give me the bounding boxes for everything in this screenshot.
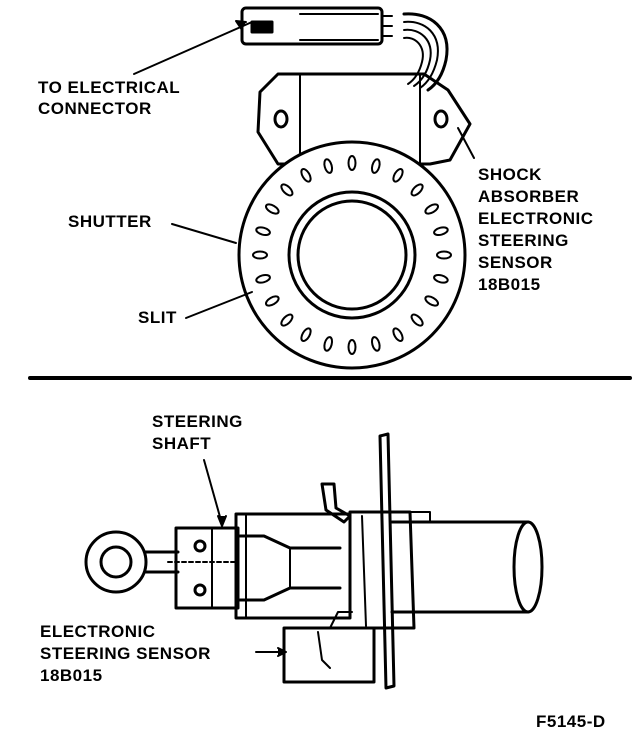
sensor-top-label-2: ABSORBER <box>478 187 580 206</box>
shutter-slit <box>255 226 271 237</box>
flange-plate <box>348 432 416 690</box>
shutter-slit <box>300 327 312 343</box>
leader-lines-top <box>133 20 475 319</box>
slit-label: SLIT <box>138 308 177 327</box>
mounting-bolt <box>397 511 431 523</box>
lower-connector <box>282 611 376 684</box>
sensor-body <box>174 512 352 620</box>
shutter-slit <box>347 155 357 171</box>
shutter-slit <box>300 167 312 183</box>
figure-code: F5145-D <box>536 712 606 731</box>
shutter-slit <box>436 250 452 260</box>
to-connector-label-1: TO ELECTRICAL <box>38 78 181 97</box>
shutter-slit <box>347 339 357 355</box>
sensor-top-label-6: 18B015 <box>478 275 541 294</box>
sensor-housing <box>256 72 472 166</box>
shutter-label: SHUTTER <box>68 212 152 231</box>
shaft-yoke <box>84 530 237 594</box>
shutter-slit <box>370 158 381 174</box>
sensor-top-label-4: STEERING <box>478 231 569 250</box>
sensor-top-label-5: SENSOR <box>478 253 553 272</box>
upper-bracket <box>320 482 352 524</box>
sensor-top-label-1: SHOCK <box>478 165 542 184</box>
sensor-bottom-label-3: 18B015 <box>40 666 103 685</box>
shutter-disc <box>237 140 467 370</box>
shutter-slit <box>410 313 424 327</box>
shutter-slit <box>410 183 424 197</box>
shutter-slit <box>264 295 280 307</box>
steering-shaft-label-2: SHAFT <box>152 434 212 453</box>
steering-shaft-label-1: STEERING <box>152 412 243 431</box>
shutter-slit <box>424 203 440 215</box>
wire-harness <box>402 12 449 92</box>
shutter-slits <box>252 155 452 355</box>
shutter-slit <box>424 295 440 307</box>
shutter-slit <box>370 336 381 352</box>
shutter-slit <box>323 158 334 174</box>
sensor-bottom-label-2: STEERING SENSOR <box>40 644 211 663</box>
shutter-slit <box>280 313 294 327</box>
shutter-slit <box>433 273 449 284</box>
sensor-bottom-label-1: ELECTRONIC <box>40 622 156 641</box>
shutter-slit <box>264 203 280 215</box>
electrical-connector <box>240 6 393 46</box>
shutter-slit <box>323 336 334 352</box>
shutter-slit <box>252 250 268 260</box>
shutter-slit <box>433 226 449 237</box>
shutter-slit <box>255 273 271 284</box>
leader-lines-bottom <box>203 459 287 657</box>
sensor-top-label-3: ELECTRONIC <box>478 209 594 228</box>
shutter-slit <box>392 327 404 343</box>
shutter-slit <box>392 167 404 183</box>
to-connector-label-2: CONNECTOR <box>38 99 152 118</box>
shutter-slit <box>280 183 294 197</box>
